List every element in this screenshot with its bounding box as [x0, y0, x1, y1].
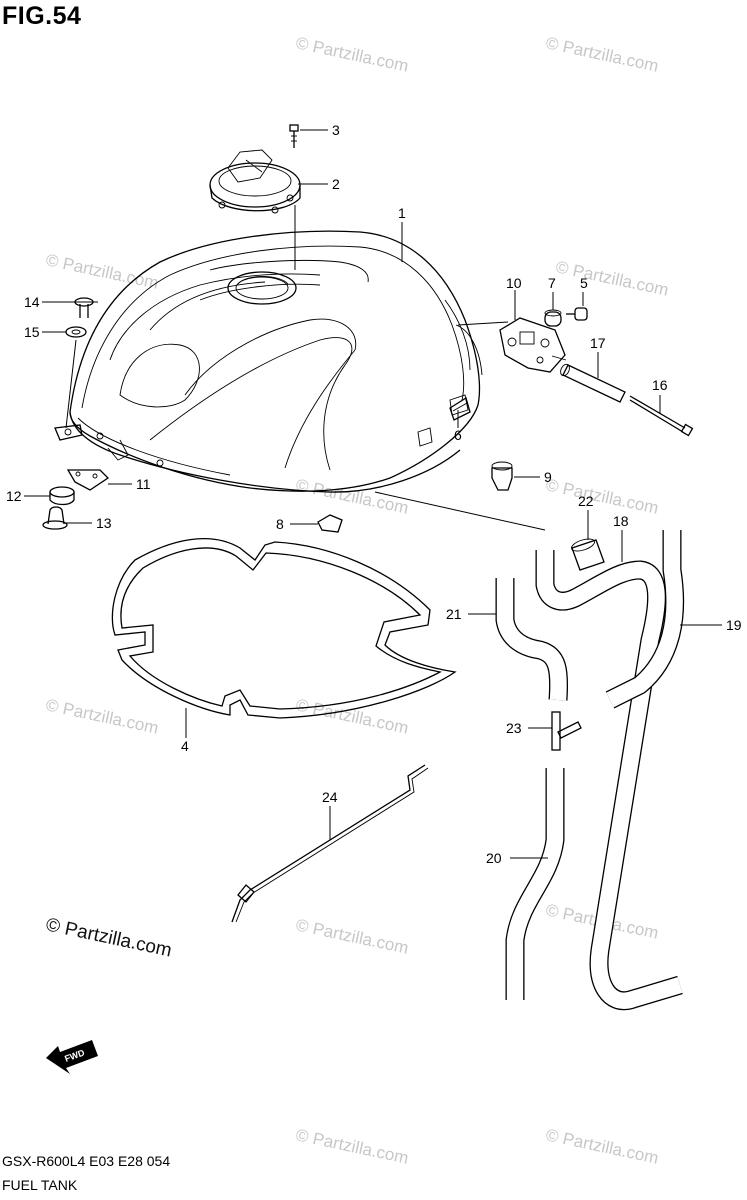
- tank-bracket: [457, 317, 566, 373]
- callout-19: 19: [726, 617, 742, 633]
- watermark: © Partzilla.com: [294, 915, 410, 957]
- callout-16: 16: [652, 377, 668, 393]
- callout-4: 4: [181, 738, 189, 754]
- fuel-cap: [209, 149, 301, 270]
- plate-11: [66, 469, 110, 491]
- callout-23: 23: [506, 720, 522, 736]
- watermark: © Partzilla.com: [544, 33, 660, 75]
- watermark: © Partzilla.com: [544, 1125, 660, 1167]
- grommet-12: [49, 486, 75, 506]
- callout-12: 12: [6, 488, 22, 504]
- washer-15: [65, 326, 87, 429]
- callout-11: 11: [136, 476, 151, 492]
- watermark: © Partzilla.com: [44, 250, 160, 292]
- figure-name: FUEL TANK: [2, 1177, 78, 1193]
- callout-7: 7: [548, 275, 556, 291]
- callout-1: 1: [398, 205, 406, 221]
- collar-tube: [551, 355, 626, 403]
- watermark: © Partzilla.com: [44, 695, 160, 737]
- callouts: 1 2 3 4 5 6 7 8 9 10 11 12 13 14 15 16 1…: [6, 122, 742, 866]
- callout-10: 10: [506, 275, 522, 291]
- tank-gasket: [111, 537, 457, 719]
- hoses: [495, 530, 685, 1011]
- model-code: GSX-R600L4 E03 E28 054: [2, 1153, 171, 1169]
- callout-21: 21: [446, 606, 462, 622]
- callout-15: 15: [24, 324, 40, 340]
- figure-title: FIG.54: [2, 2, 82, 30]
- callout-17: 17: [590, 335, 606, 351]
- cap-screw: [289, 124, 299, 148]
- callout-20: 20: [486, 850, 502, 866]
- callout-18: 18: [613, 513, 629, 529]
- grommet-22: [571, 538, 605, 571]
- callout-14: 14: [24, 294, 40, 310]
- collar-7: [544, 309, 562, 327]
- collar-13: [42, 506, 68, 530]
- watermark: © Partzilla.com: [554, 257, 670, 299]
- watermark: © Partzilla.com: [294, 475, 410, 517]
- watermark: © Partzilla.com: [294, 33, 410, 75]
- forward-arrow-icon: FWD: [46, 1040, 98, 1074]
- callout-24: 24: [322, 789, 338, 805]
- callout-2: 2: [332, 176, 340, 192]
- cushion-9: [491, 461, 513, 491]
- watermark-main: © Partzilla.com: [44, 914, 174, 961]
- clip-8: [317, 514, 343, 533]
- leader-lines: [24, 129, 722, 859]
- fuel-tank-body: [69, 230, 483, 493]
- screw-14: [74, 297, 94, 318]
- callout-22: 22: [578, 493, 594, 509]
- side-cushion: [449, 396, 471, 421]
- bolt-5: [566, 307, 588, 321]
- t-joint: [551, 711, 582, 751]
- callout-9: 9: [544, 469, 552, 485]
- callout-13: 13: [96, 515, 112, 531]
- watermark: © Partzilla.com: [294, 1125, 410, 1167]
- callout-8: 8: [276, 516, 284, 532]
- callout-6: 6: [454, 427, 462, 443]
- mount-tab: [54, 424, 83, 441]
- callout-5: 5: [580, 275, 588, 291]
- long-bolt: [629, 395, 694, 437]
- watermark: © Partzilla.com: [544, 475, 660, 517]
- callout-3: 3: [332, 122, 340, 138]
